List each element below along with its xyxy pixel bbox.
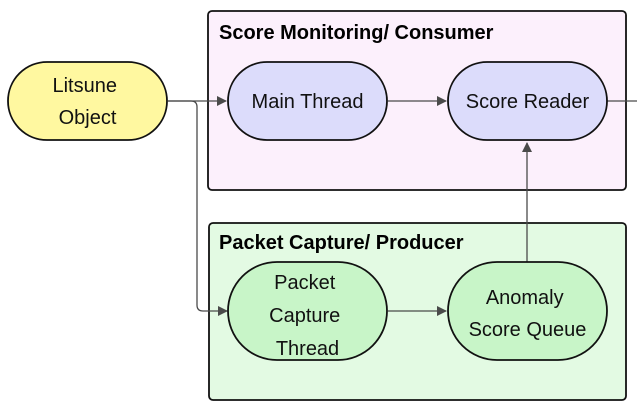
packet-capture-thread-label: Packet Capture Thread — [269, 272, 346, 360]
packet-capture-thread-label-line: Capture — [269, 305, 340, 327]
anomaly-score-queue-label-line: Anomaly — [486, 287, 564, 309]
litsune-object-shape[interactable] — [7, 61, 168, 141]
packet-capture-thread-shape[interactable] — [227, 261, 388, 361]
node-litsune-object[interactable]: Litsune Object — [7, 61, 168, 141]
anomaly-score-queue-label-line: Score Queue — [469, 319, 587, 341]
score-reader-label-line: Score Reader — [466, 91, 590, 113]
packet-capture-thread-label-line: Packet — [274, 272, 336, 294]
node-main-thread[interactable]: Main Thread — [227, 61, 388, 141]
main-thread-label: Main Thread — [252, 91, 364, 113]
node-anomaly-score-queue[interactable]: Anomaly Score Queue — [447, 261, 608, 361]
litsune-object-label-line: Object — [59, 107, 117, 129]
node-score-reader[interactable]: Score Reader — [447, 61, 608, 141]
edges — [168, 96, 637, 316]
anomaly-score-queue-shape[interactable] — [447, 261, 608, 361]
node-packet-capture-thread[interactable]: Packet Capture Thread — [227, 261, 388, 361]
producer-group-title: Packet Capture/ Producer — [219, 232, 464, 254]
edge-litsune-to-packet-capture — [168, 100, 228, 316]
score-reader-label: Score Reader — [466, 91, 590, 113]
litsune-object-label: Litsune Object — [52, 75, 122, 129]
packet-capture-thread-label-line: Thread — [276, 338, 339, 360]
litsune-object-label-line: Litsune — [52, 75, 117, 97]
main-thread-label-line: Main Thread — [252, 91, 364, 113]
anomaly-score-queue-label: Anomaly Score Queue — [469, 287, 587, 341]
consumer-group-title: Score Monitoring/ Consumer — [219, 22, 494, 44]
main-thread-shape[interactable] — [227, 61, 388, 141]
score-reader-shape[interactable] — [447, 61, 608, 141]
